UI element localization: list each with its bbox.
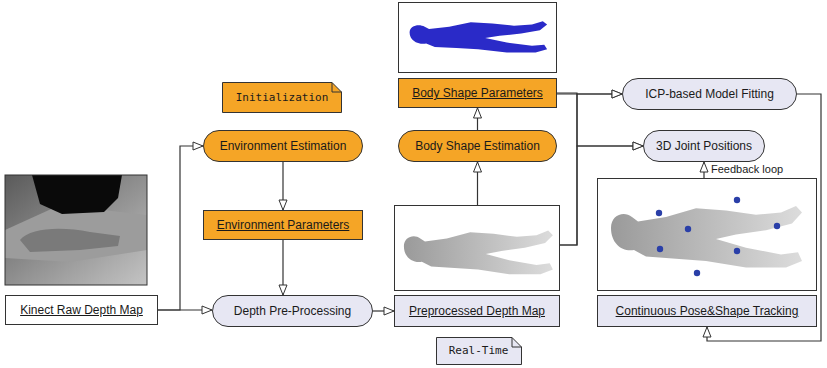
process-pill: ICP-based Model Fitting xyxy=(622,78,797,110)
process-pill: Environment Estimation xyxy=(203,130,363,162)
connector-arrow xyxy=(282,162,283,210)
label-box: Preprocessed Depth Map xyxy=(394,295,560,327)
node-label: Environment Parameters xyxy=(217,218,350,232)
connector-arrow xyxy=(477,108,478,130)
connector-arrow xyxy=(158,146,203,310)
connector-arrow xyxy=(703,162,704,178)
node-label: 3D Joint Positions xyxy=(656,139,752,153)
node-label: Real-Time xyxy=(449,344,509,358)
node-label: Initialization xyxy=(236,91,329,105)
process-pill: Depth Pre-Processing xyxy=(212,295,373,327)
preprocessed-depth-image xyxy=(395,206,560,291)
node-label: Continuous Pose&Shape Tracking xyxy=(616,304,799,318)
connector-arrow xyxy=(560,94,622,245)
note-box: Initialization xyxy=(222,82,342,113)
node-label: Kinect Raw Depth Map xyxy=(20,303,143,317)
node-label: Body Shape Parameters xyxy=(412,86,543,100)
connector-arrow xyxy=(373,310,394,311)
node-label: Depth Pre-Processing xyxy=(234,304,351,318)
raw-depth-image xyxy=(5,175,147,285)
data-box: Body Shape Parameters xyxy=(398,2,557,108)
data-box: Continuous Pose&Shape Tracking xyxy=(597,178,817,327)
edge-label: Feedback loop xyxy=(709,162,785,176)
node-label: Body Shape Estimation xyxy=(415,139,540,153)
label-box: Body Shape Parameters xyxy=(398,78,557,108)
data-box: Kinect Raw Depth Map xyxy=(5,295,158,325)
process-pill: 3D Joint Positions xyxy=(643,130,765,162)
tracking-depth-image xyxy=(598,179,817,291)
connector-arrow xyxy=(477,162,478,205)
process-pill: Body Shape Estimation xyxy=(398,130,557,162)
data-box: Environment Parameters xyxy=(203,210,363,240)
node-label: ICP-based Model Fitting xyxy=(645,87,774,101)
note-box: Real-Time xyxy=(436,337,522,365)
connector-arrow xyxy=(560,146,643,245)
data-box: Preprocessed Depth Map xyxy=(394,205,560,327)
node-label: Preprocessed Depth Map xyxy=(409,304,545,318)
node-label: Environment Estimation xyxy=(220,139,347,153)
connector-arrow xyxy=(282,240,283,295)
label-box: Continuous Pose&Shape Tracking xyxy=(597,295,817,327)
body-mesh-image xyxy=(399,3,557,73)
